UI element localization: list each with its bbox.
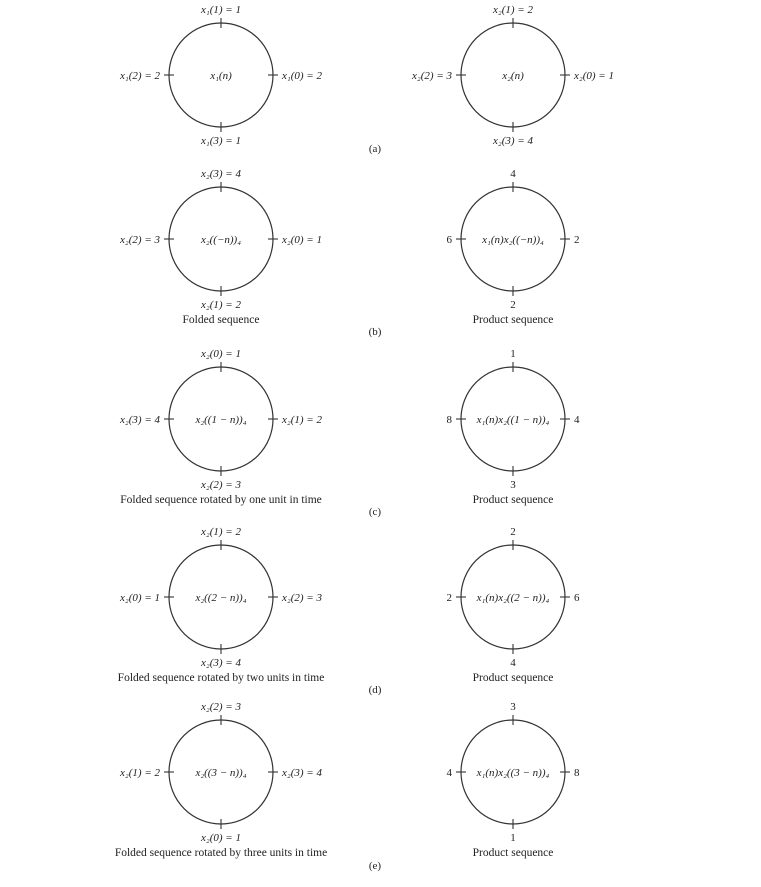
row-1-left-top-value: x₂(3) = 4 — [200, 168, 241, 180]
row-2-right-caption: Product sequence — [473, 494, 554, 506]
row-4-left-caption: Folded sequence rotated by three units i… — [115, 847, 327, 859]
row-1-panel-label: (b) — [369, 326, 382, 338]
row-3-right-top-value: 2 — [510, 526, 516, 538]
row-0-left-right-value: x₁(0) = 2 — [281, 70, 322, 82]
row-2-panel-label: (c) — [369, 506, 382, 518]
row-2-left-left-value: x₂(3) = 4 — [119, 414, 160, 426]
row-4-left-bottom-value: x₂(0) = 1 — [200, 832, 241, 844]
row-1-right-top-value: 4 — [510, 168, 516, 180]
row-1-left-right-value: x₂(0) = 1 — [281, 234, 322, 246]
row-3-left-left-value: x₂(0) = 1 — [119, 592, 160, 604]
row-2-left-top-value: x₂(0) = 1 — [200, 348, 241, 360]
row-1-right-right-value: 2 — [574, 234, 580, 246]
row-1-left-left-value: x₂(2) = 3 — [119, 234, 160, 246]
row-3-left-center-label: x₂((2 − n))₄ — [194, 592, 246, 604]
row-4-right-left-value: 4 — [447, 767, 453, 779]
row-3-right-bottom-value: 4 — [510, 657, 516, 669]
row-3-panel-label: (d) — [369, 684, 382, 696]
row-0-left-bottom-value: x₁(3) = 1 — [200, 135, 241, 147]
row-2-left-caption: Folded sequence rotated by one unit in t… — [120, 494, 322, 506]
row-2-right-left-value: 8 — [447, 414, 453, 426]
row-4-right-caption: Product sequence — [473, 847, 554, 859]
row-4-right-center-label: x₁(n)x₂((3 − n))₄ — [476, 767, 550, 779]
row-3-right-center-label: x₁(n)x₂((2 − n))₄ — [476, 592, 550, 604]
row-4-right-right-value: 8 — [574, 767, 580, 779]
row-2-right-right-value: 4 — [574, 414, 580, 426]
row-1-left-center-label: x₂((−n))₄ — [200, 234, 241, 246]
row-0-left-center-label: x₁(n) — [209, 70, 232, 82]
row-4-left-right-value: x₂(3) = 4 — [281, 767, 322, 779]
row-0-left-top-value: x₁(1) = 1 — [200, 4, 241, 16]
row-4-left-center-label: x₂((3 − n))₄ — [194, 767, 246, 779]
row-0-left-left-value: x₁(2) = 2 — [119, 70, 160, 82]
row-1-right-caption: Product sequence — [473, 314, 554, 326]
row-1-right-center-label: x₁(n)x₂((−n))₄ — [481, 234, 544, 246]
row-1-left-caption: Folded sequence — [183, 314, 260, 326]
row-4-panel-label: (e) — [369, 860, 382, 872]
row-4-right-bottom-value: 1 — [510, 832, 516, 844]
row-1-right-bottom-value: 2 — [510, 299, 516, 311]
row-4-left-left-value: x₂(1) = 2 — [119, 767, 160, 779]
row-2-right-center-label: x₁(n)x₂((1 − n))₄ — [476, 414, 550, 426]
row-3-left-bottom-value: x₂(3) = 4 — [200, 657, 241, 669]
row-0-right-bottom-value: x₂(3) = 4 — [492, 135, 533, 147]
row-3-left-caption: Folded sequence rotated by two units in … — [118, 672, 325, 684]
row-0-right-top-value: x₂(1) = 2 — [492, 4, 533, 16]
row-4-left-top-value: x₂(2) = 3 — [200, 701, 241, 713]
row-2-left-right-value: x₂(1) = 2 — [281, 414, 322, 426]
row-3-right-right-value: 6 — [574, 592, 580, 604]
row-4-right-top-value: 3 — [510, 701, 516, 713]
row-2-right-bottom-value: 3 — [510, 479, 516, 491]
row-3-right-caption: Product sequence — [473, 672, 554, 684]
row-1-left-bottom-value: x₂(1) = 2 — [200, 299, 241, 311]
row-2-right-top-value: 1 — [510, 348, 516, 360]
row-2-left-bottom-value: x₂(2) = 3 — [200, 479, 241, 491]
row-3-right-left-value: 2 — [447, 592, 453, 604]
row-0-right-left-value: x₂(2) = 3 — [411, 70, 452, 82]
row-0-right-center-label: x₂(n) — [501, 70, 524, 82]
row-0-panel-label: (a) — [369, 143, 382, 155]
row-2-left-center-label: x₂((1 − n))₄ — [194, 414, 246, 426]
row-0-right-right-value: x₂(0) = 1 — [573, 70, 614, 82]
row-3-left-top-value: x₂(1) = 2 — [200, 526, 241, 538]
row-1-right-left-value: 6 — [447, 234, 453, 246]
row-3-left-right-value: x₂(2) = 3 — [281, 592, 322, 604]
